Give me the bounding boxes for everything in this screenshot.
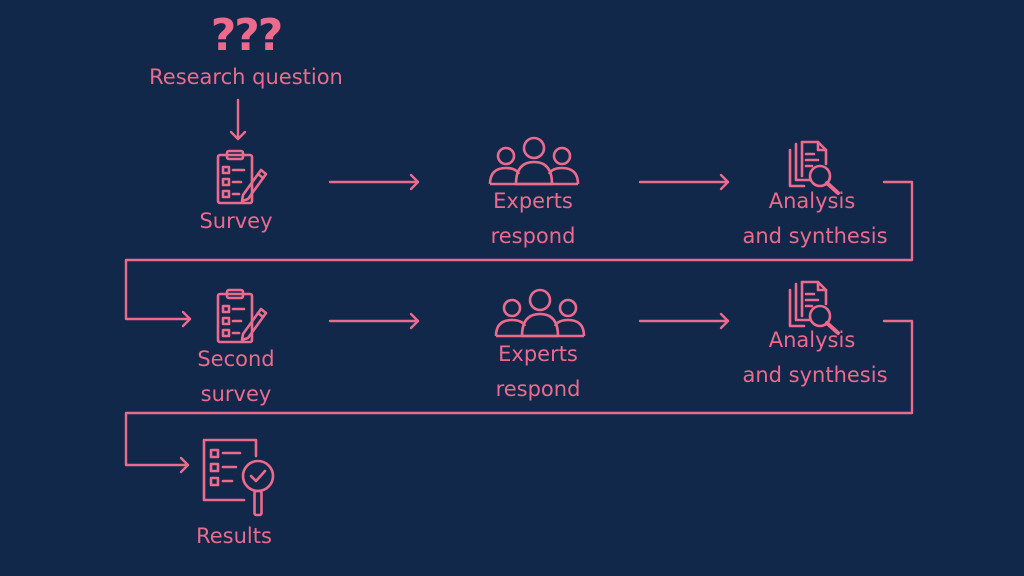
analysis-label-line1: Analysis: [768, 189, 856, 213]
clipboard-checklist-icon: [216, 288, 268, 344]
second-analysis-label-line1: Analysis: [768, 328, 856, 352]
document-magnifier-icon: [788, 280, 840, 335]
results-label: Results: [196, 524, 272, 548]
experts-respond-label-line2: respond: [490, 224, 576, 248]
question-marks-icon: ???: [210, 10, 284, 61]
research-question-label: Research question: [149, 65, 343, 89]
arrow-question-to-survey: [229, 98, 247, 141]
second-survey-label-line2: survey: [200, 382, 272, 406]
results-checklist-icon: [202, 438, 275, 517]
second-survey-label-line1: Second: [197, 347, 275, 371]
connector-analysis-to-second-survey: [124, 180, 914, 328]
arrow-second-experts-to-analysis: [638, 312, 730, 330]
survey-label: Survey: [199, 209, 273, 233]
experts-respond-label-line1: Experts: [493, 189, 573, 213]
connector-analysis-to-results: [124, 319, 914, 474]
second-experts-respond-label-line2: respond: [495, 377, 581, 401]
second-analysis-label-line2: and synthesis: [742, 363, 888, 387]
clipboard-checklist-icon: [216, 149, 268, 205]
document-magnifier-icon: [788, 140, 840, 195]
arrow-experts-to-analysis: [638, 173, 730, 191]
experts-group-icon: [494, 288, 586, 338]
arrow-survey-to-experts: [328, 173, 420, 191]
arrow-second-survey-to-experts: [328, 312, 420, 330]
second-experts-respond-label-line1: Experts: [498, 342, 578, 366]
experts-group-icon: [488, 136, 580, 186]
analysis-label-line2: and synthesis: [742, 224, 888, 248]
